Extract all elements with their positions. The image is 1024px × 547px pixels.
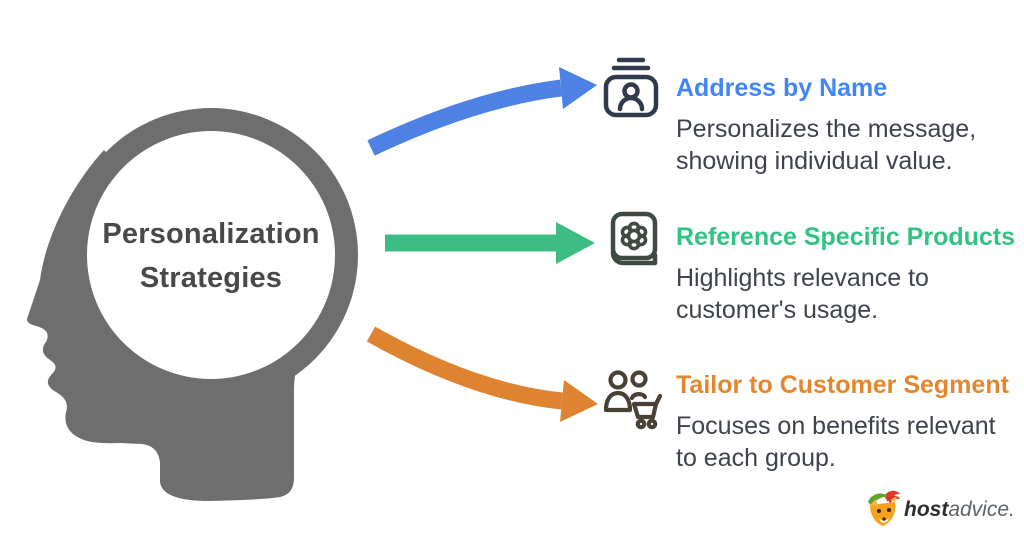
- hostadvice-wordmark: hostadvice.: [904, 498, 1015, 522]
- hostadvice-logo: hostadvice.: [862, 488, 1015, 532]
- arrow-blue: [367, 67, 597, 156]
- item-2-description: Highlights relevance to customer's usage…: [676, 262, 929, 326]
- item-3-desc-line2: to each group.: [676, 444, 836, 472]
- item-1-title: Address by Name: [676, 74, 888, 102]
- item-3-description: Focuses on benefits relevant to each gro…: [676, 410, 996, 474]
- fox-mascot-icon: [868, 490, 900, 526]
- central-label-line1: Personalization: [102, 218, 320, 250]
- item-2-desc-line2: customer's usage.: [676, 296, 879, 324]
- logo-text-advice: advice.: [948, 498, 1015, 521]
- item-2-desc-line1: Highlights relevance to: [676, 264, 929, 292]
- item-1-description: Personalizes the message, showing indivi…: [676, 113, 976, 177]
- central-label-line2: Strategies: [139, 262, 283, 294]
- arrow-orange: [366, 326, 598, 422]
- book-gear-icon: [610, 211, 658, 266]
- item-1-desc-line2: showing individual value.: [676, 147, 953, 175]
- item-3-desc-line1: Focuses on benefits relevant: [676, 412, 996, 440]
- people-cart-icon: [603, 370, 663, 430]
- item-2-title: Reference Specific Products: [676, 223, 1016, 251]
- contact-card-icon: [603, 57, 659, 118]
- logo-text-host: host: [904, 498, 949, 521]
- item-3-title: Tailor to Customer Segment: [676, 371, 1009, 399]
- item-1-desc-line1: Personalizes the message,: [676, 115, 977, 143]
- central-label: Personalization Strategies: [61, 212, 361, 300]
- arrow-green: [385, 222, 595, 264]
- brain-circle: [87, 131, 335, 379]
